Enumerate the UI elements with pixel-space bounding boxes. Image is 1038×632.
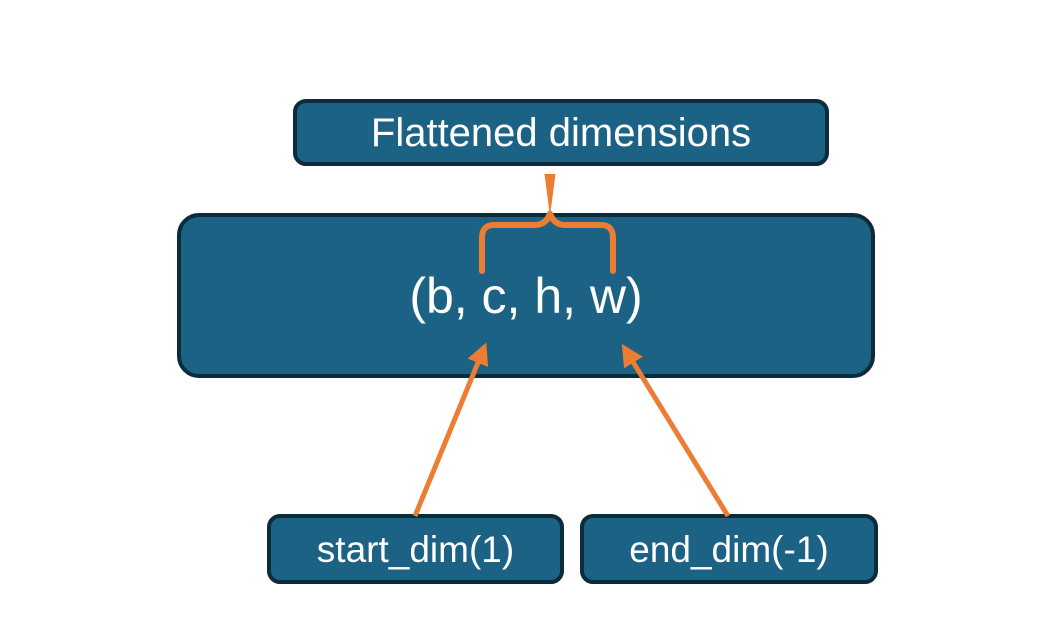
node-tensor-shape-label: (b, c, h, w) [409, 267, 643, 324]
node-start-dim-label: start_dim(1) [316, 528, 515, 570]
node-start-dim: start_dim(1) [267, 514, 564, 584]
brace-stem-connector [544, 174, 556, 216]
node-flattened-dimensions: Flattened dimensions [293, 99, 829, 166]
node-end-dim-label: end_dim(-1) [629, 528, 829, 570]
node-tensor-shape: (b, c, h, w) [177, 213, 875, 378]
node-end-dim: end_dim(-1) [580, 514, 878, 584]
node-flattened-dimensions-label: Flattened dimensions [370, 110, 752, 155]
